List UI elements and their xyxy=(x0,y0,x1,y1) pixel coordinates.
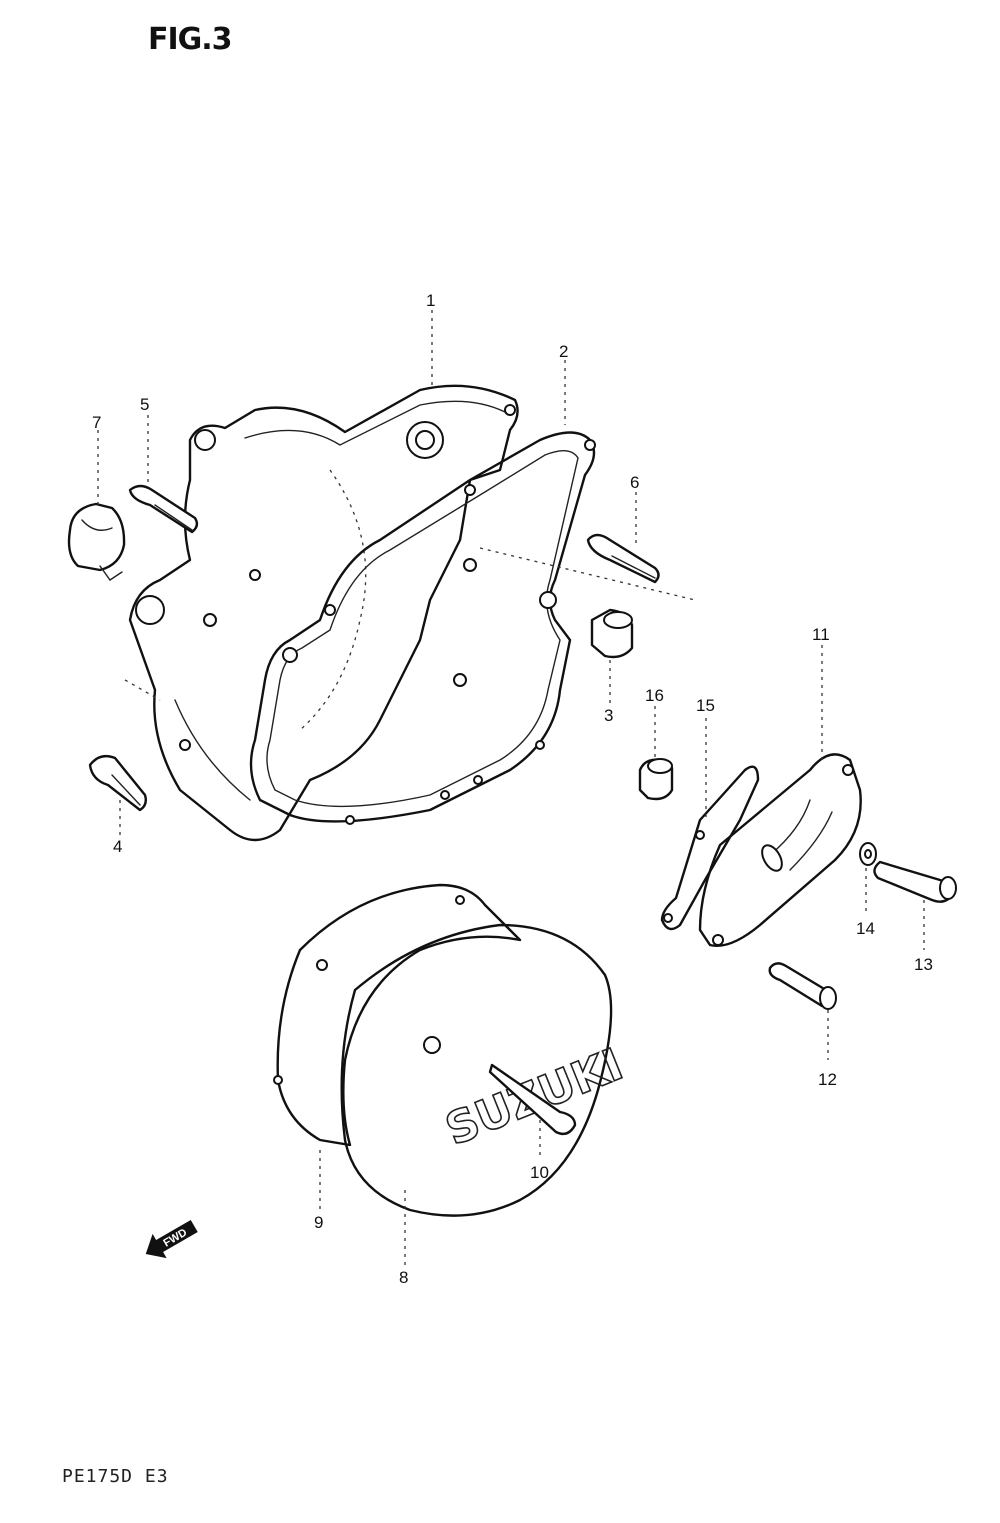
callout-12: 12 xyxy=(818,1070,837,1089)
callout-2: 2 xyxy=(559,342,568,361)
callout-labels: 1 2 3 4 5 6 7 8 9 10 11 12 13 14 15 16 xyxy=(92,291,933,1287)
callout-10: 10 xyxy=(530,1163,549,1182)
callout-3: 3 xyxy=(604,706,613,725)
callout-15: 15 xyxy=(696,696,715,715)
bolt-part-13 xyxy=(873,860,957,903)
bolt-part-12 xyxy=(768,962,837,1010)
washer-part-14 xyxy=(859,842,877,866)
callout-13: 13 xyxy=(914,955,933,974)
dowel-pin-part-3 xyxy=(590,608,634,659)
callout-1: 1 xyxy=(426,291,435,310)
bolt-part-4 xyxy=(88,754,148,812)
callout-4: 4 xyxy=(113,837,122,856)
model-code: PE175D E3 xyxy=(62,1466,169,1487)
crankcase-cover-part-1 xyxy=(128,384,519,842)
outer-cover-part-8: SUZUKI xyxy=(340,923,631,1217)
outer-cover-gasket-part-9 xyxy=(273,883,522,1147)
callout-6: 6 xyxy=(630,473,639,492)
bolt-part-6 xyxy=(586,533,660,584)
leader-lines xyxy=(97,310,925,1265)
forward-arrow-label: FWD xyxy=(161,1227,189,1250)
figure-title: FIG.3 xyxy=(148,22,233,57)
small-cover-part-11 xyxy=(698,753,862,947)
screw-part-10 xyxy=(488,1063,577,1136)
cap-plug-part-7 xyxy=(67,502,126,581)
callout-14: 14 xyxy=(856,919,875,938)
callout-11: 11 xyxy=(812,625,830,644)
small-gasket-part-15 xyxy=(660,765,760,931)
forward-arrow-icon: FWD xyxy=(145,1219,198,1259)
dowel-pin-part-16 xyxy=(638,758,674,801)
callout-7: 7 xyxy=(92,413,101,432)
callout-16: 16 xyxy=(645,686,664,705)
cover-gasket-part-2 xyxy=(249,431,596,825)
callout-5: 5 xyxy=(140,395,149,414)
callout-8: 8 xyxy=(399,1268,408,1287)
callout-9: 9 xyxy=(314,1213,323,1232)
bolt-part-5 xyxy=(128,484,199,534)
